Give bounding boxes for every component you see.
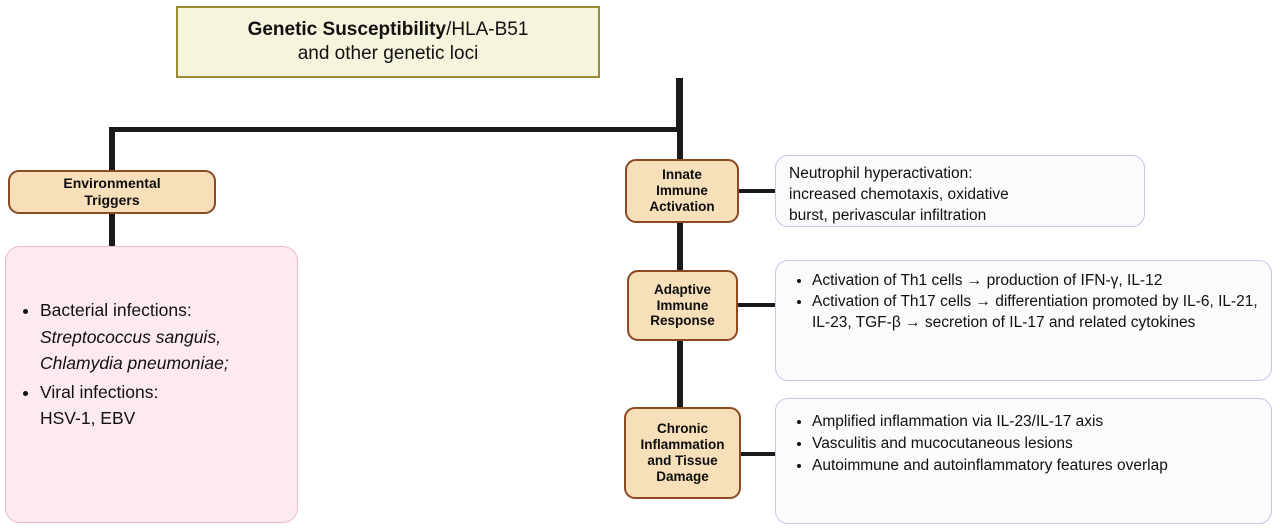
list-item: Viral infections: HSV-1, EBV	[40, 379, 281, 432]
bullet-viral-values: HSV-1, EBV	[40, 408, 136, 429]
connector-environmental-to-panel	[109, 212, 115, 250]
root-box-line-2: and other genetic loci	[297, 43, 479, 64]
node-chronic-line-4: Damage	[656, 468, 709, 484]
bullet-bacterial-lead: Bacterial infections:	[40, 300, 192, 320]
root-box-line-1: Genetic Susceptibility/HLA-B51	[248, 18, 529, 42]
node-environmental-triggers: Environmental Triggers	[8, 170, 216, 214]
connector-root-stem	[676, 78, 683, 130]
innate-detail-line-2-text: increased chemotaxis, oxidative	[789, 185, 1009, 203]
genetic-susceptibility-box: Genetic Susceptibility/HLA-B51 and other…	[176, 6, 600, 78]
connector-innate-to-adaptive	[677, 220, 683, 274]
innate-detail-line-2: increased chemotaxis, oxidative	[789, 185, 1134, 206]
list-item: Bacterial infections: Streptococcus sang…	[40, 297, 281, 377]
root-box-bold-text: Genetic Susceptibility	[247, 18, 447, 40]
node-environmental-triggers-line-2: Triggers	[84, 192, 140, 208]
node-innate-line-3: Activation	[649, 198, 715, 214]
connector-bus-to-environmental	[109, 127, 115, 174]
innate-detail-line-3: burst, perivascular infiltration	[789, 206, 987, 224]
root-box-plain-text: /HLA-B51	[446, 18, 529, 40]
list-item: Activation of Th17 cells → differentiati…	[812, 291, 1259, 333]
connector-adaptive-to-detail	[736, 303, 778, 307]
list-item: Vasculitis and mucocutaneous lesions	[812, 433, 1259, 455]
node-innate-line-1: Innate	[662, 167, 702, 183]
innate-detail-line-1: Neutrophil hyperactivation:	[789, 165, 973, 182]
adaptive-details-list: Activation of Th1 cells → production of …	[786, 270, 1259, 333]
list-item: Amplified inflammation via IL-23/IL-17 a…	[812, 411, 1259, 433]
list-item: Autoimmune and autoinflammatory features…	[812, 455, 1259, 477]
panel-adaptive-details: Activation of Th1 cells → production of …	[775, 260, 1272, 381]
panel-environmental-triggers-details: Bacterial infections: Streptococcus sang…	[5, 246, 298, 523]
panel-innate-details: Neutrophil hyperactivation: increased ch…	[775, 155, 1145, 227]
node-adaptive-line-1: Adaptive	[653, 281, 711, 297]
bullet-bacterial-species-2: Chlamydia pneumoniae;	[40, 353, 229, 374]
node-chronic-line-2: Inflammation	[640, 437, 725, 453]
node-chronic-line-1: Chronic	[656, 421, 708, 437]
connector-innate-to-detail	[738, 189, 778, 193]
environmental-triggers-list: Bacterial infections: Streptococcus sang…	[12, 297, 281, 432]
node-adaptive-line-3: Response	[650, 313, 715, 329]
node-adaptive-immune-response: Adaptive Immune Response	[627, 270, 738, 341]
node-environmental-triggers-line-1: Environmental	[63, 175, 161, 192]
node-chronic-inflammation-tissue-damage: Chronic Inflammation and Tissue Damage	[624, 407, 741, 499]
chronic-details-list: Amplified inflammation via IL-23/IL-17 a…	[786, 411, 1259, 477]
connector-bus-to-innate	[677, 127, 683, 163]
panel-chronic-details: Amplified inflammation via IL-23/IL-17 a…	[775, 398, 1272, 524]
connector-chronic-to-detail	[739, 452, 778, 456]
node-innate-line-2: Immune	[656, 183, 708, 199]
bullet-bacterial-species-1: Streptococcus sanguis,	[40, 326, 221, 347]
node-chronic-line-3: and Tissue	[647, 453, 718, 468]
connector-adaptive-to-chronic	[677, 338, 683, 410]
list-item: Activation of Th1 cells → production of …	[812, 270, 1259, 291]
node-innate-immune-activation: Innate Immune Activation	[625, 159, 739, 223]
node-adaptive-line-2: Immune	[656, 297, 709, 313]
bullet-viral-lead: Viral infections:	[40, 381, 159, 402]
connector-horizontal-bus	[109, 127, 683, 132]
